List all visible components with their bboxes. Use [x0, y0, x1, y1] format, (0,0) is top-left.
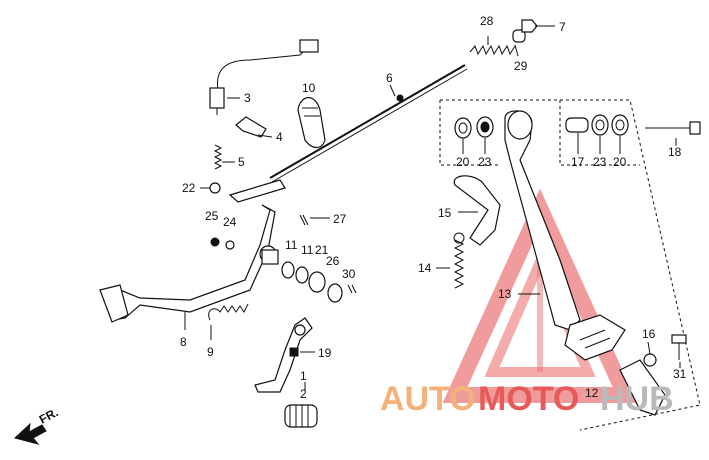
label-part-30: 29 — [514, 59, 528, 73]
pedal-part-15 — [564, 314, 666, 416]
arrow-icon — [13, 422, 47, 445]
label-part-11b: 11 — [301, 243, 314, 257]
cotter-pin-part-27 — [299, 214, 309, 226]
label-part-22: 22 — [182, 181, 196, 195]
label-part-12: 13 — [498, 287, 512, 301]
bolt-part-18 — [645, 121, 701, 135]
peg-part-2 — [284, 404, 318, 428]
label-part-27: 27 — [333, 212, 347, 226]
cable-part-6 — [269, 64, 468, 183]
label-part-4: 4 — [276, 130, 283, 144]
label-part-29: 28 — [480, 14, 494, 28]
collar-part-17 — [565, 117, 589, 133]
pedal-part-8 — [99, 179, 286, 323]
plate-part-14 — [453, 175, 501, 246]
leader-lines — [184, 25, 681, 390]
kick-arm-part-12 — [504, 110, 581, 331]
label-part-21: 21 — [315, 243, 329, 257]
label-part-15: 12 — [585, 386, 599, 400]
label-part-9: 9 — [207, 345, 214, 359]
label-part-14: 15 — [438, 206, 452, 220]
label-part-3: 3 — [244, 91, 251, 105]
label-part-8: 8 — [180, 335, 187, 349]
bolt-part-19 — [289, 347, 299, 357]
label-part-11a: 11 — [285, 238, 298, 252]
label-part-23a: 23 — [478, 155, 492, 169]
label-part-28: 30 — [342, 267, 356, 281]
spring-part-5 — [213, 144, 223, 170]
label-part-17: 17 — [571, 155, 585, 169]
seal-part-23-left — [476, 116, 494, 138]
assembly-frame — [439, 99, 701, 431]
label-part-2: 2 — [300, 387, 307, 401]
boot-part-10 — [297, 97, 326, 149]
bolt-part-31 — [671, 334, 687, 360]
spring-part-9 — [208, 303, 249, 321]
label-part-26: 26 — [326, 254, 340, 268]
direction-label: FR. — [37, 405, 61, 426]
label-part-1: 1 — [300, 369, 307, 383]
watermark-part2: MOTO — [478, 380, 579, 418]
label-part-5: 5 — [238, 155, 245, 169]
label-part-20a: 20 — [456, 155, 470, 169]
label-part-23b: 23 — [593, 155, 607, 169]
label-part-7: 7 — [559, 20, 566, 34]
label-part-24: 24 — [223, 215, 237, 229]
label-part-31: 31 — [673, 367, 687, 381]
bracket-part-4 — [235, 116, 267, 138]
washer-stack — [281, 261, 357, 303]
label-part-25: 25 — [205, 209, 219, 223]
label-part-19: 19 — [318, 346, 332, 360]
bolt-part-22 — [209, 182, 221, 194]
label-part-20b: 20 — [613, 155, 627, 169]
label-part-10: 10 — [302, 81, 316, 95]
shift-lever-part-1 — [254, 317, 313, 393]
washer-part-24 — [225, 240, 235, 250]
label-part-13: 14 — [418, 261, 432, 275]
nut-part-25 — [210, 237, 220, 247]
clip-part-30 — [512, 29, 526, 43]
seal-part-23-right — [591, 114, 609, 136]
label-part-6: 6 — [386, 71, 393, 85]
spring-part-13 — [453, 232, 465, 289]
spring-part-29 — [469, 44, 516, 56]
washer-part-20-left — [454, 117, 472, 139]
washer-part-20-right — [611, 114, 629, 136]
watermark-text: AUTO MOTO HUB — [380, 380, 674, 418]
switch-part-3 — [209, 39, 319, 115]
watermark-part3: HUB — [600, 380, 674, 418]
front-direction-indicator: FR. — [13, 405, 61, 445]
part-labels: 3 4 5 22 10 6 28 7 29 25 24 27 11 11 21 … — [180, 14, 687, 401]
label-part-18: 18 — [668, 145, 682, 159]
watermark-part1: AUTO — [380, 380, 476, 418]
label-part-16: 16 — [642, 327, 656, 341]
bolt-part-16 — [643, 353, 657, 367]
